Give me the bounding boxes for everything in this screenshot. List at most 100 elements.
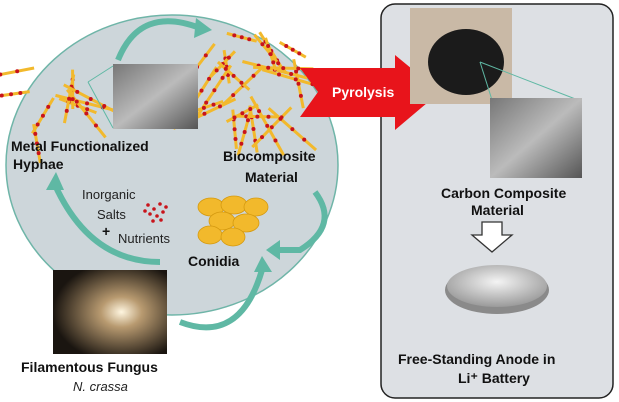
metal-particle [239, 35, 244, 40]
metal-particle [239, 141, 244, 146]
hyphae-sem-image [113, 64, 198, 129]
metal-particle [245, 118, 250, 123]
label-species: N. crassa [73, 379, 128, 394]
carbon-sem-image [490, 98, 582, 178]
metal-particle [85, 101, 90, 106]
down-arrow [470, 221, 514, 253]
metal-particle [102, 104, 107, 109]
salt-dot [152, 207, 156, 211]
metal-particle [40, 113, 45, 118]
salt-dot [148, 212, 152, 216]
metal-particle [281, 66, 286, 71]
metal-particle [277, 72, 282, 77]
metal-particle [199, 88, 204, 93]
metal-functionalized-hyphae-illustration [0, 66, 120, 164]
arrow-to-hyphae [52, 183, 161, 265]
metal-particle [257, 109, 262, 114]
metal-particle [265, 123, 270, 128]
salt-dot [155, 214, 159, 218]
metal-particle [220, 75, 225, 80]
metal-particle [232, 115, 237, 120]
metal-particle [74, 99, 79, 104]
zoom-lines [87, 65, 114, 129]
metal-particle [64, 108, 69, 113]
fungus-photo [53, 270, 167, 354]
metal-particle [271, 60, 276, 65]
label-fungus: Filamentous Fungus [21, 359, 158, 375]
metal-particle [293, 77, 298, 82]
metal-particle [85, 107, 90, 112]
metal-particle [232, 127, 237, 132]
label-salts: Salts [97, 207, 126, 222]
label-conidia: Conidia [188, 253, 240, 269]
metal-particle [35, 122, 40, 127]
biocomposite-illustration [172, 31, 330, 156]
metal-particle [217, 104, 222, 109]
metal-particle [273, 138, 278, 143]
metal-particle [260, 42, 265, 47]
carbon-disc [428, 29, 504, 95]
metal-particle [260, 135, 265, 140]
metal-particle [247, 37, 252, 42]
arrow-to-conidia [275, 190, 328, 253]
metal-particle [268, 52, 273, 57]
label-hyphae-1: Metal Functionalized [11, 138, 149, 154]
metal-particle [284, 44, 289, 49]
salt-dot [151, 219, 155, 223]
salt-dot [161, 210, 165, 214]
metal-particle [269, 125, 274, 130]
metal-particle [46, 104, 51, 109]
metal-particle [18, 90, 23, 95]
metal-particle [233, 137, 238, 142]
metal-particle [231, 73, 236, 78]
metal-particle [84, 111, 89, 116]
salt-dot [158, 202, 162, 206]
metal-particle [255, 114, 260, 119]
label-nutrients: Nutrients [118, 231, 171, 246]
metal-particle [211, 102, 216, 107]
metal-particle [226, 55, 231, 60]
metal-particle [276, 61, 281, 66]
arrow-to-biocomposite [115, 18, 202, 62]
metal-particle [232, 33, 237, 38]
metal-particle [214, 68, 219, 73]
metal-particle [289, 71, 294, 76]
label-anode-2: Li⁺ Battery [458, 370, 530, 386]
metal-particle [266, 65, 271, 70]
metal-particle [33, 131, 38, 136]
metal-particle [75, 89, 80, 94]
metal-particle [67, 96, 72, 101]
label-inorganic: Inorganic [82, 187, 136, 202]
metal-particle [294, 69, 299, 74]
metal-particle [36, 151, 41, 156]
arrow-from-fungus [178, 269, 265, 331]
label-anode-1: Free-Standing Anode in [398, 351, 555, 367]
metal-particle [201, 105, 206, 110]
salt-dot [143, 209, 147, 213]
label-carbon-2: Material [471, 202, 524, 218]
salt-dot [146, 203, 150, 207]
metal-particle [203, 53, 208, 58]
metal-particle [298, 93, 303, 98]
metal-particle [251, 73, 256, 78]
metal-particle [0, 93, 4, 98]
arrowheads [46, 18, 280, 272]
conidia-illustration [197, 195, 269, 247]
metal-particle [251, 126, 256, 131]
coin-battery [447, 265, 547, 307]
pyrolysis-label: Pyrolysis [332, 84, 394, 100]
metal-particle [9, 92, 14, 97]
metal-particle [296, 66, 301, 71]
metal-particle [296, 81, 301, 86]
metal-particle [93, 123, 98, 128]
metal-particle [70, 97, 75, 102]
metal-particle [266, 43, 271, 48]
metal-particle [240, 111, 245, 116]
metal-particle [15, 69, 20, 74]
growth-cycle-circle [5, 14, 339, 316]
salt-dot [159, 218, 163, 222]
metal-particle [34, 141, 39, 146]
metal-particle [278, 116, 283, 121]
